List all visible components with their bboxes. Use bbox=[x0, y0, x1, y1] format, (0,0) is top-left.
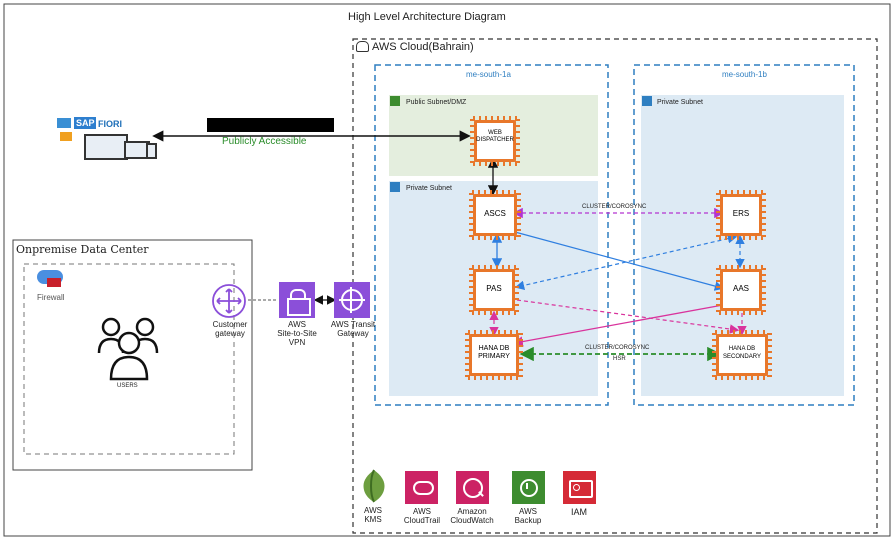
pas-node: PAS bbox=[469, 265, 519, 315]
cloudtrail-icon bbox=[405, 471, 438, 504]
cloud-icon bbox=[356, 41, 369, 52]
backup-icon bbox=[512, 471, 545, 504]
diagram-title: High Level Architecture Diagram bbox=[348, 11, 506, 23]
onprem-inner-boundary bbox=[23, 263, 235, 455]
aws-cloud-boundary bbox=[352, 38, 878, 534]
kms-icon bbox=[363, 469, 385, 503]
private-subnet-b-label: Private Subnet bbox=[657, 99, 703, 106]
ers-node: ERS bbox=[716, 190, 766, 240]
sap-logo-icon: SAP bbox=[74, 117, 96, 129]
ascs-node: ASCS bbox=[469, 190, 521, 240]
monitor-icon bbox=[84, 134, 128, 160]
firewall-icon bbox=[35, 266, 65, 288]
sap-fiori-graphic: SAP FIORI bbox=[54, 113, 157, 163]
phone-icon bbox=[146, 143, 157, 159]
az-a-label: me-south-1a bbox=[466, 70, 511, 79]
outer-frame bbox=[3, 3, 891, 537]
firewall-label: Firewall bbox=[37, 293, 65, 302]
tile-icon bbox=[60, 132, 72, 141]
fiori-text: FIORI bbox=[98, 119, 122, 129]
cloudwatch-icon bbox=[456, 471, 489, 504]
private-subnet-a-label: Private Subnet bbox=[406, 185, 452, 192]
onprem-label: Onpremise Data Center bbox=[16, 243, 149, 256]
iam-label: IAM bbox=[571, 507, 588, 517]
onprem-boundary bbox=[12, 239, 253, 471]
hsr-label: HSR bbox=[613, 356, 626, 362]
az-b-label: me-south-1b bbox=[722, 70, 767, 79]
vpn-lock-icon bbox=[279, 282, 315, 318]
public-link-label: Publicly Accessible bbox=[222, 136, 307, 147]
public-subnet-lock-icon bbox=[390, 96, 400, 106]
public-subnet-label: Public Subnet/DMZ bbox=[406, 99, 467, 106]
private-subnet-a-lock-icon bbox=[390, 182, 400, 192]
customer-gateway-icon bbox=[212, 284, 246, 318]
cluster-bottom-label: CLUSTER/COROSYNC bbox=[585, 345, 650, 351]
tile-icon bbox=[57, 118, 71, 128]
users-label: USERS bbox=[117, 383, 138, 389]
transit-gateway-icon bbox=[334, 282, 370, 318]
aas-hana-link bbox=[512, 304, 724, 347]
pas-hanasec-link bbox=[516, 299, 740, 334]
aas-node: AAS bbox=[716, 265, 766, 315]
private-subnet-b-lock-icon bbox=[642, 96, 652, 106]
cluster-top-label: CLUSTER/COROSYNC bbox=[582, 204, 647, 210]
redacted-bar bbox=[207, 118, 334, 132]
iam-icon bbox=[563, 471, 596, 504]
users-icon bbox=[97, 317, 159, 381]
aws-cloud-label: AWS Cloud(Bahrain) bbox=[372, 41, 474, 53]
ers-pas-link bbox=[514, 233, 738, 291]
